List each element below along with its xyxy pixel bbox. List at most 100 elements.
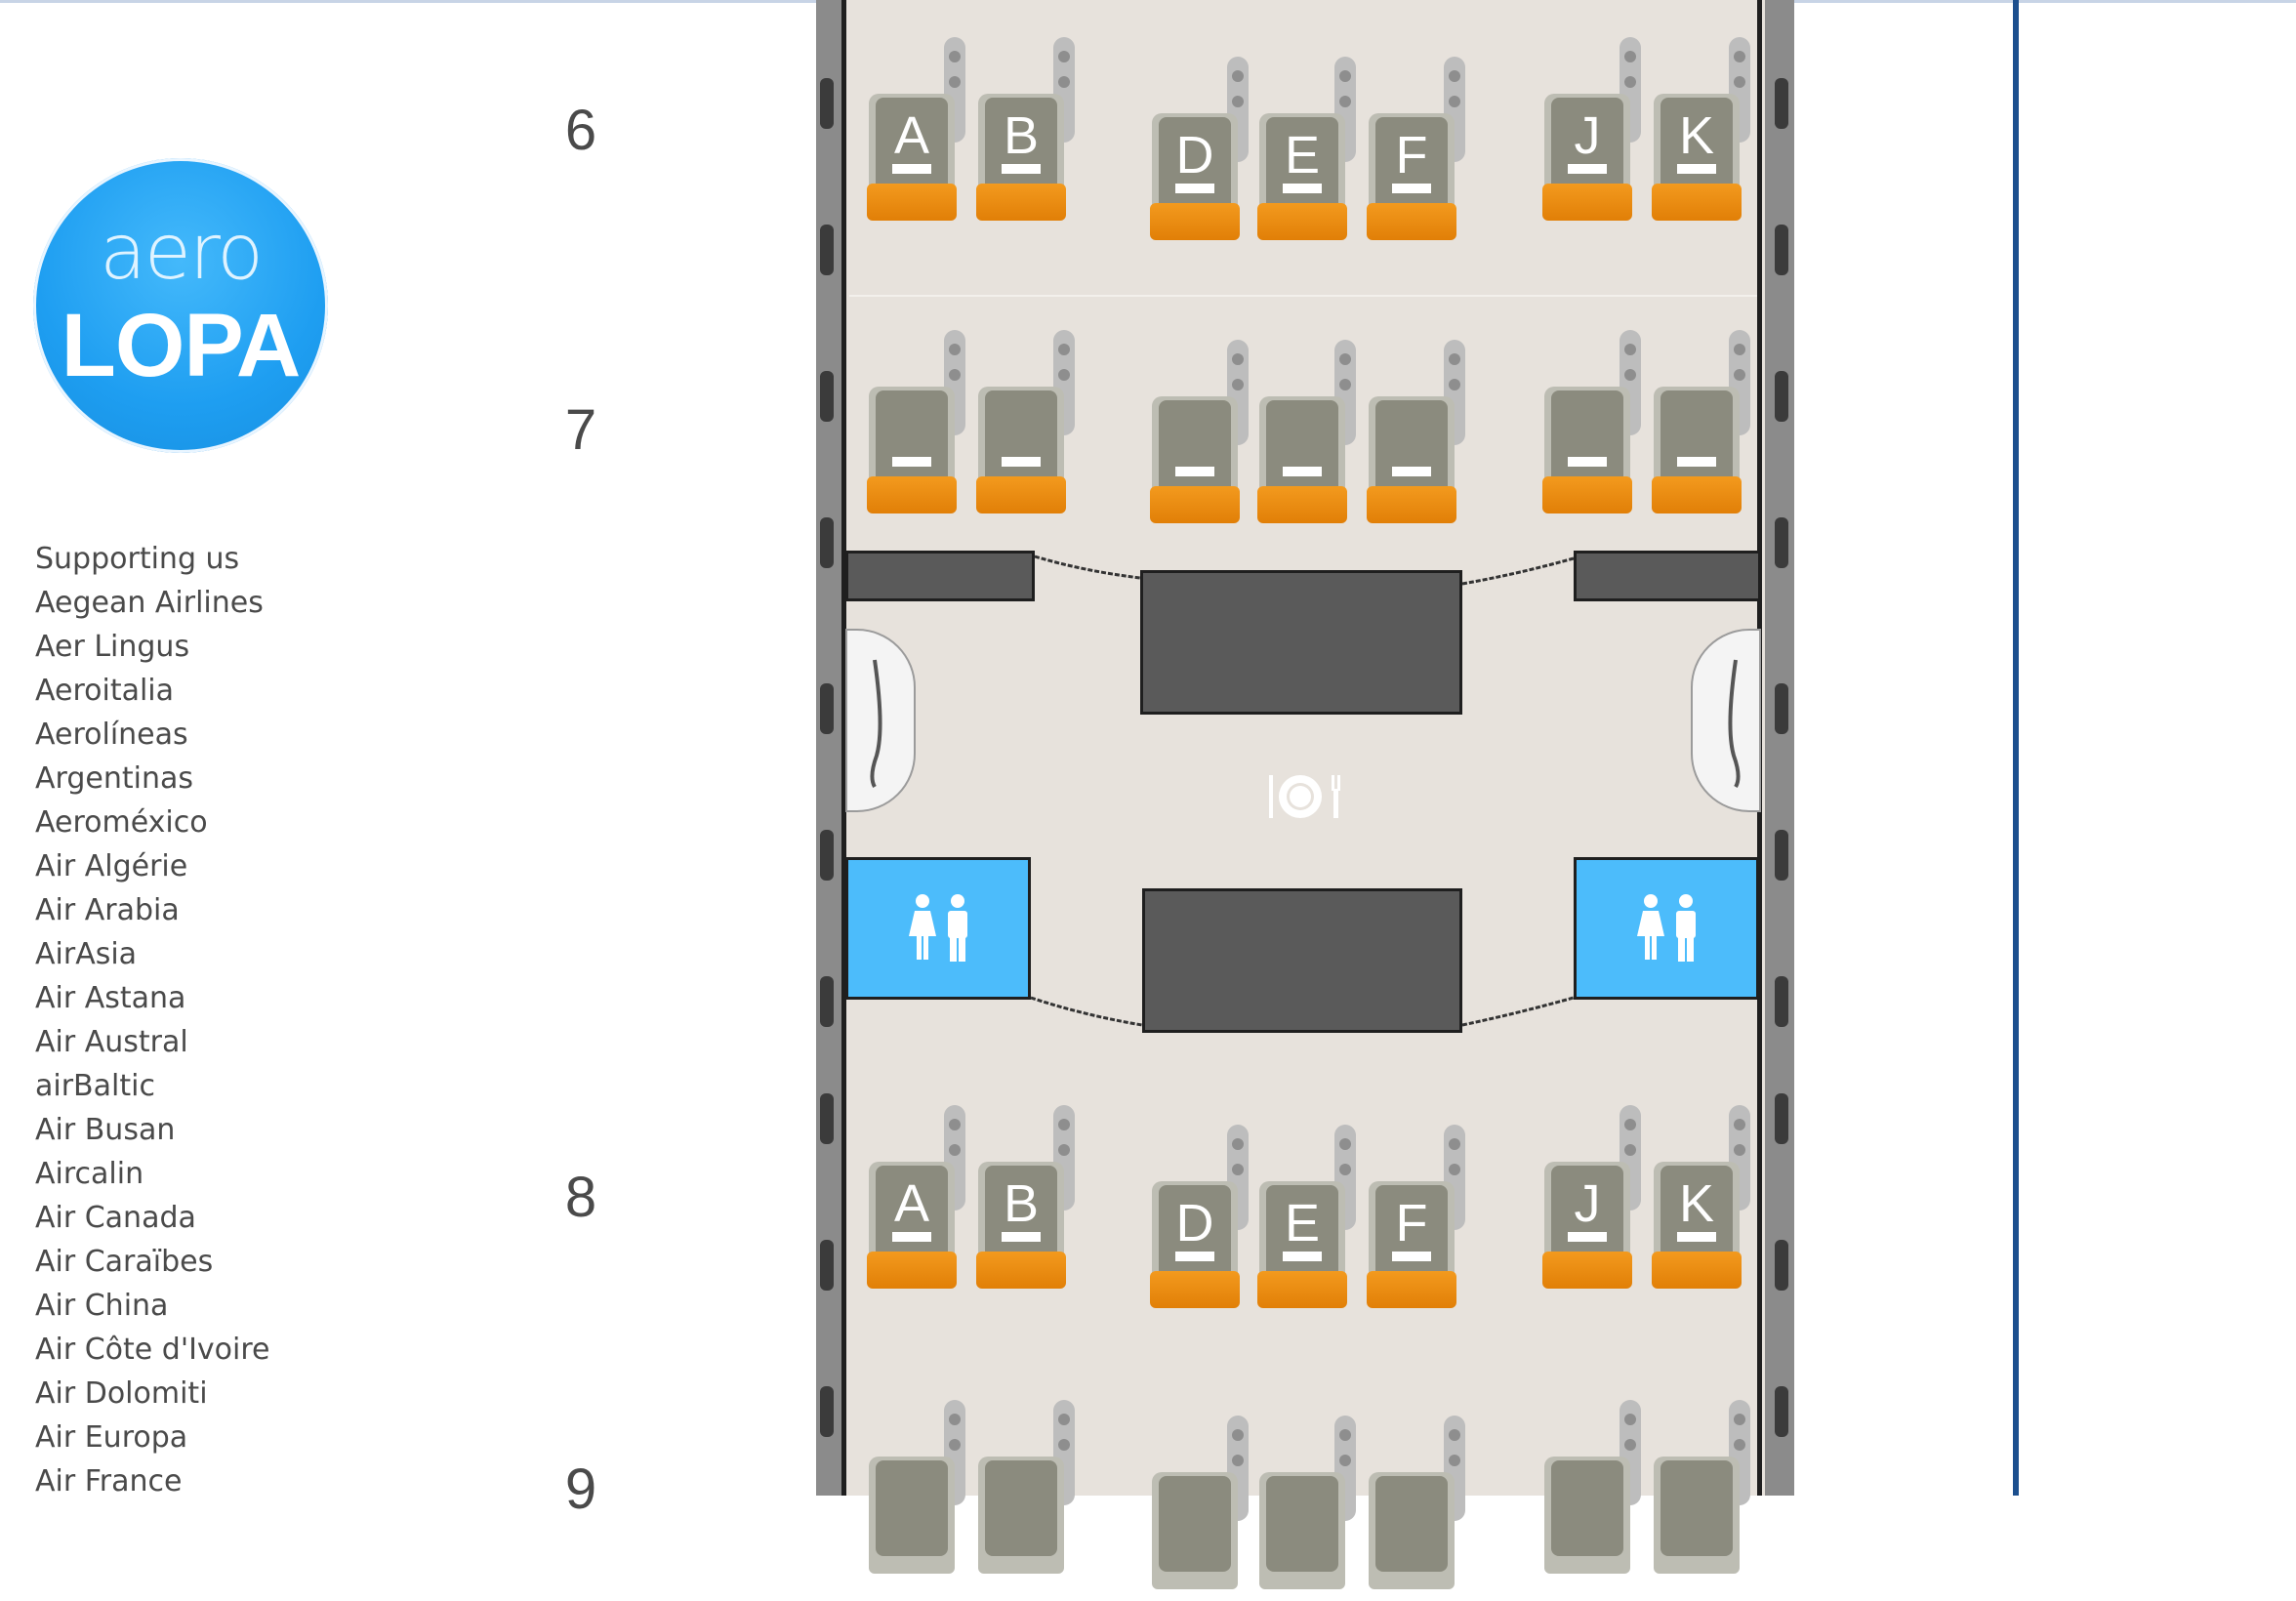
- seat-letter: A: [876, 98, 948, 193]
- nav-item-airbaltic[interactable]: airBaltic: [35, 1069, 155, 1103]
- nav-item-aeromexico[interactable]: Aeroméxico: [35, 805, 208, 840]
- seat-7B[interactable]: [972, 330, 1075, 515]
- nav-item-air-algerie[interactable]: Air Algérie: [35, 849, 188, 883]
- window: [820, 683, 834, 734]
- seat-letter: [1159, 400, 1231, 496]
- row-number-7: 7: [564, 398, 597, 462]
- nav-item-air-austral[interactable]: Air Austral: [35, 1025, 188, 1059]
- seat-7K[interactable]: [1648, 330, 1750, 515]
- seat-6J[interactable]: J: [1538, 37, 1641, 223]
- window: [820, 371, 834, 422]
- seat-8E[interactable]: E: [1253, 1125, 1356, 1310]
- seat-letter: [1660, 390, 1733, 486]
- window: [1775, 1240, 1788, 1291]
- window: [1775, 517, 1788, 568]
- seat-letter: D: [1159, 117, 1231, 213]
- nav-item-air-caraibes[interactable]: Air Caraïbes: [35, 1245, 214, 1279]
- nav-item-supporting-us[interactable]: Supporting us: [35, 542, 240, 576]
- nav-item-air-arabia[interactable]: Air Arabia: [35, 893, 180, 927]
- seat-letter: [985, 390, 1057, 486]
- seat-7A[interactable]: [863, 330, 965, 515]
- seat-6E[interactable]: E: [1253, 57, 1356, 242]
- nav-item-argentinas[interactable]: Argentinas: [35, 761, 193, 796]
- seat-6D[interactable]: D: [1146, 57, 1249, 242]
- seat-letter: K: [1660, 1166, 1733, 1261]
- seat-8D[interactable]: D: [1146, 1125, 1249, 1310]
- seat-8B[interactable]: B: [972, 1105, 1075, 1291]
- seat-9J[interactable]: [1538, 1400, 1641, 1585]
- nav-item-aerolineas[interactable]: Aerolíneas: [35, 718, 188, 752]
- seat-9K[interactable]: [1648, 1400, 1750, 1585]
- seat-8K[interactable]: K: [1648, 1105, 1750, 1291]
- seat-letter: [1375, 400, 1448, 496]
- seat-8A[interactable]: A: [863, 1105, 965, 1291]
- nav-item-air-astana[interactable]: Air Astana: [35, 981, 186, 1015]
- lavatory-left: [845, 857, 1031, 1000]
- seat-7J[interactable]: [1538, 330, 1641, 515]
- row-number-8: 8: [564, 1166, 597, 1229]
- window: [820, 225, 834, 275]
- galley-curtains: [1030, 554, 1575, 1027]
- seat-9D[interactable]: [1146, 1416, 1249, 1601]
- seat-8F[interactable]: F: [1363, 1125, 1465, 1310]
- nav-item-aeroitalia[interactable]: Aeroitalia: [35, 674, 175, 708]
- nav-item-air-china[interactable]: Air China: [35, 1289, 169, 1323]
- nav-item-air-france[interactable]: Air France: [35, 1464, 183, 1498]
- window: [820, 1386, 834, 1437]
- seat-6A[interactable]: A: [863, 37, 965, 223]
- seat-letter: B: [985, 1166, 1057, 1261]
- seat-9B[interactable]: [972, 1400, 1075, 1585]
- nav-item-aegean[interactable]: Aegean Airlines: [35, 586, 264, 620]
- window: [1775, 976, 1788, 1027]
- seat-9A[interactable]: [863, 1400, 965, 1585]
- cabin-section-label: usiness: [1943, 0, 2001, 166]
- restroom-icon: [909, 894, 967, 962]
- seat-letter: F: [1375, 1185, 1448, 1281]
- logo-text-aero: aero: [100, 209, 264, 297]
- seat-letter: F: [1375, 117, 1448, 213]
- nav-item-air-europa[interactable]: Air Europa: [35, 1420, 188, 1455]
- seat-letter: E: [1266, 1185, 1338, 1281]
- seat-letter: J: [1551, 1166, 1623, 1261]
- seat-letter: [1660, 1460, 1733, 1556]
- seat-6B[interactable]: B: [972, 37, 1075, 223]
- seat-letter: [1266, 1476, 1338, 1572]
- nav-item-aer-lingus[interactable]: Aer Lingus: [35, 630, 190, 664]
- seat-letter: [1551, 390, 1623, 486]
- meal-icon: [1269, 775, 1340, 818]
- window: [1775, 830, 1788, 881]
- nav-item-air-busan[interactable]: Air Busan: [35, 1113, 176, 1147]
- window: [1775, 1386, 1788, 1437]
- bulkhead-left-upper: [845, 551, 1035, 601]
- restroom-icon: [1637, 894, 1696, 962]
- window: [1775, 1093, 1788, 1144]
- seat-7E[interactable]: [1253, 340, 1356, 525]
- galley-unit-lower: [1142, 888, 1462, 1033]
- window: [820, 976, 834, 1027]
- nav-item-air-cote-divoire[interactable]: Air Côte d'Ivoire: [35, 1333, 270, 1367]
- seat-6F[interactable]: F: [1363, 57, 1465, 242]
- seat-7D[interactable]: [1146, 340, 1249, 525]
- seat-letter: [985, 1460, 1057, 1556]
- nav-item-air-dolomiti[interactable]: Air Dolomiti: [35, 1376, 208, 1411]
- window: [820, 78, 834, 129]
- nav-item-airasia[interactable]: AirAsia: [35, 937, 138, 971]
- door-left: [845, 629, 916, 812]
- seat-letter: J: [1551, 98, 1623, 193]
- seat-letter: K: [1660, 98, 1733, 193]
- seat-8J[interactable]: J: [1538, 1105, 1641, 1291]
- seat-6K[interactable]: K: [1648, 37, 1750, 223]
- seat-letter: [1375, 1476, 1448, 1572]
- window: [1775, 78, 1788, 129]
- lavatory-right: [1574, 857, 1759, 1000]
- seat-letter: [1551, 1460, 1623, 1556]
- seat-letter: B: [985, 98, 1057, 193]
- seat-9E[interactable]: [1253, 1416, 1356, 1601]
- seat-7F[interactable]: [1363, 340, 1465, 525]
- nav-item-air-canada[interactable]: Air Canada: [35, 1201, 196, 1235]
- seat-letter: [876, 390, 948, 486]
- window: [820, 517, 834, 568]
- aerolopa-logo[interactable]: aero LOPA: [33, 158, 328, 453]
- nav-item-aircalin[interactable]: Aircalin: [35, 1157, 144, 1191]
- seat-9F[interactable]: [1363, 1416, 1465, 1601]
